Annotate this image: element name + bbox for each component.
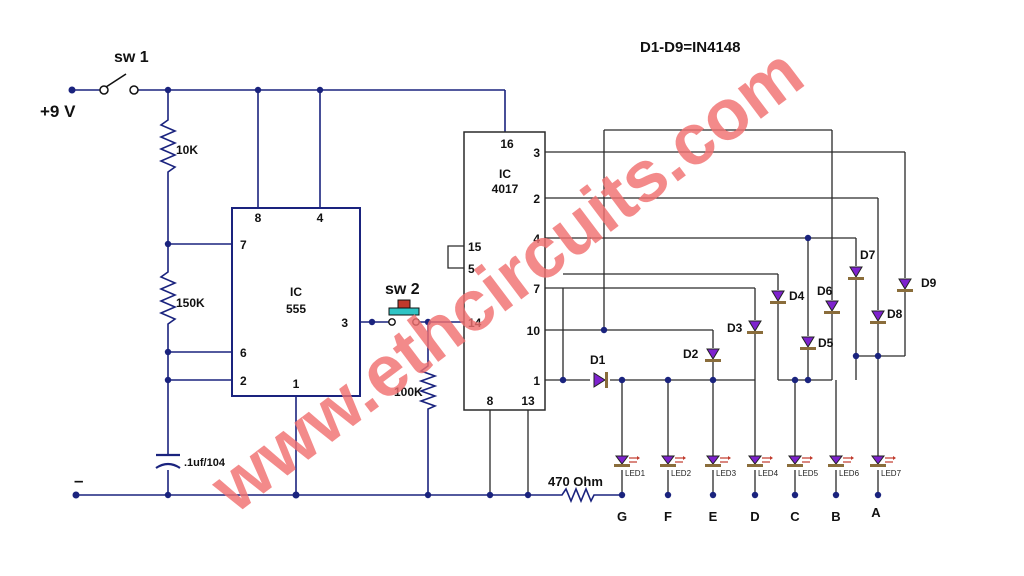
- diode-label-d7: D7: [860, 248, 876, 262]
- ic-4017-pin-4: 4: [533, 232, 540, 246]
- ic-555-pin-4: 4: [317, 211, 324, 225]
- led-7: LED7: [870, 455, 902, 478]
- ic-555-part: 555: [286, 302, 306, 316]
- diode-d6: D6: [817, 284, 840, 314]
- ic-555-pin-2: 2: [240, 374, 247, 388]
- ic-555-pin-6: 6: [240, 346, 247, 360]
- capacitor-label: .1uf/104: [184, 457, 226, 469]
- ic-555-pin-8: 8: [255, 211, 262, 225]
- output-label-a: A: [871, 505, 881, 520]
- ic-555-name: IC: [290, 285, 302, 299]
- diode-d1: D1: [590, 353, 608, 388]
- led-4: LED4: [747, 455, 779, 478]
- ic-4017-pin-16: 16: [500, 137, 514, 151]
- ic-555-body: [231, 207, 361, 397]
- capacitor: [155, 453, 181, 469]
- sw2-label: sw 2: [385, 281, 420, 298]
- led-1: LED1: [614, 455, 646, 478]
- diode-label-d4: D4: [789, 289, 805, 303]
- diode-d5: D5: [800, 336, 834, 350]
- resistor-100k-label: 100K: [394, 385, 423, 399]
- junction-dots: [68, 86, 882, 499]
- ic-555-pin-7: 7: [240, 238, 247, 252]
- diode-d4: D4: [770, 289, 805, 304]
- ic-4017-pin-13: 13: [521, 394, 535, 408]
- led-label-7: LED7: [881, 469, 902, 478]
- led-label-4: LED4: [758, 469, 779, 478]
- minus-label: –: [74, 471, 83, 490]
- diode-d2: D2: [683, 347, 721, 362]
- led-label-6: LED6: [839, 469, 860, 478]
- ic-4017-pin-10: 10: [527, 324, 541, 338]
- resistor-10k: [158, 116, 178, 178]
- led-6: LED6: [828, 455, 860, 478]
- diode-d3: D3: [727, 320, 763, 335]
- led-label-1: LED1: [625, 469, 646, 478]
- diode-label-d1: D1: [590, 353, 606, 367]
- sw1-label: sw 1: [114, 49, 149, 66]
- ic-4017-pin-14: 14: [468, 316, 482, 330]
- diode-d9: D9: [897, 276, 937, 292]
- diode-label-d3: D3: [727, 321, 743, 335]
- diode-label-d9: D9: [921, 276, 937, 290]
- diode-type-note: D1-D9=IN4148: [640, 39, 740, 56]
- ic-555-pin-3: 3: [341, 316, 348, 330]
- sw2-pushbutton: [388, 299, 420, 326]
- diode-d7: D7: [848, 248, 876, 280]
- resistor-150k: [158, 268, 178, 330]
- led-2: LED2: [660, 455, 692, 478]
- resistor-100k: [418, 362, 438, 412]
- led-5: LED5: [787, 455, 819, 478]
- output-label-b: B: [831, 509, 840, 524]
- diode-label-d2: D2: [683, 347, 699, 361]
- sw1-switch: [99, 73, 139, 95]
- output-label-d: D: [750, 509, 759, 524]
- output-label-f: F: [664, 509, 672, 524]
- resistor-10k-label: 10K: [176, 143, 198, 157]
- ic-4017-body: [463, 131, 546, 411]
- wiring-4017: [447, 129, 906, 495]
- diode-label-d6: D6: [817, 284, 833, 298]
- diode-label-d8: D8: [887, 307, 903, 321]
- ic-4017-name: IC: [499, 167, 511, 181]
- plus-9v-label: +9 V: [40, 102, 76, 121]
- ic-4017-pin-5: 5: [468, 262, 475, 276]
- diode-label-d5: D5: [818, 336, 834, 350]
- led-3: LED3: [705, 455, 737, 478]
- ic-4017-pin-2: 2: [533, 192, 540, 206]
- led-group: LED1 LED2 LED3 LED4 LED5 LED6 LED7: [614, 455, 902, 478]
- ic-4017-part: 4017: [492, 182, 519, 196]
- ic-4017-pin-1: 1: [533, 374, 540, 388]
- led-label-5: LED5: [798, 469, 819, 478]
- led-label-2: LED2: [671, 469, 692, 478]
- ic-4017-pin-7: 7: [533, 282, 540, 296]
- output-label-e: E: [709, 509, 718, 524]
- resistor-470-label: 470 Ohm: [548, 474, 603, 489]
- resistor-150k-label: 150K: [176, 296, 205, 310]
- output-label-g: G: [617, 509, 627, 524]
- ic-4017-pin-15: 15: [468, 240, 482, 254]
- ic-4017-pin-8: 8: [487, 394, 494, 408]
- diode-d8: D8: [870, 307, 903, 324]
- led-label-3: LED3: [716, 469, 737, 478]
- ic-555-pin-1: 1: [293, 377, 300, 391]
- resistor-470-ohm: [558, 486, 596, 504]
- ic-4017-pin-3: 3: [533, 146, 540, 160]
- output-label-c: C: [790, 509, 800, 524]
